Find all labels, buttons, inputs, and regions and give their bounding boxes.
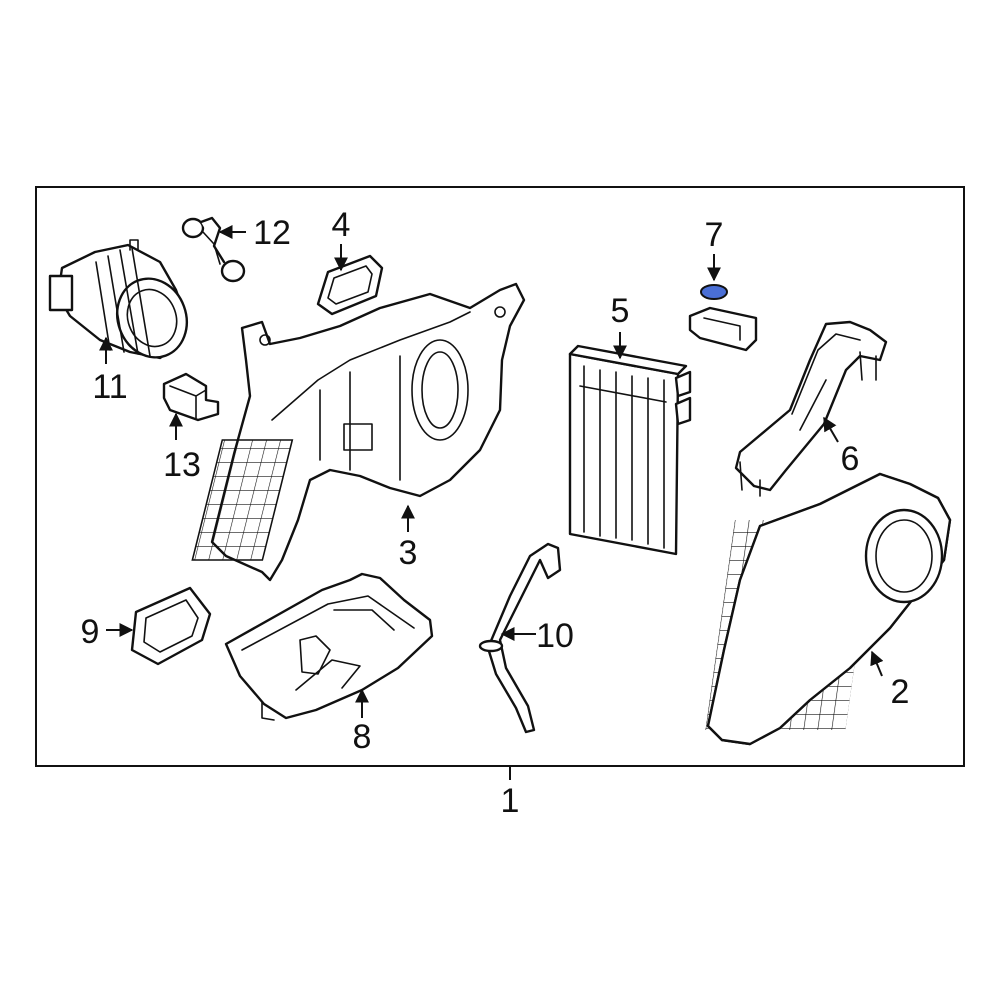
callout-4: 4 [332,206,351,244]
part-13-resistor[interactable] [162,372,220,422]
callout-13: 13 [163,446,201,484]
part-7-grommet[interactable] [700,284,728,300]
part-7-valve-block [688,306,758,352]
callout-12: 12 [253,214,291,252]
assembly-frame [35,186,965,767]
callout-9: 9 [81,613,100,651]
part-11-blower-motor[interactable] [48,239,198,367]
callout-3: 3 [399,534,418,572]
leaders [99,225,884,780]
part-2-case-half[interactable] [705,472,952,746]
part-10-drain-hose[interactable] [478,542,562,734]
part-9-seal[interactable] [130,586,212,666]
callout-1: 1 [501,782,520,820]
part-6-duct[interactable] [734,320,888,497]
callout-5: 5 [611,292,630,330]
part-5-heater-core[interactable] [568,344,692,556]
callout-6: 6 [841,440,860,478]
part-12-wire-harness[interactable] [181,216,246,283]
callout-11: 11 [92,368,127,406]
callout-2: 2 [891,673,910,711]
part-8-lower-case[interactable] [224,572,434,721]
callout-7: 7 [705,216,724,254]
part-4-seal[interactable] [316,254,384,316]
part-3-heater-case[interactable] [191,282,526,582]
callout-8: 8 [353,718,372,756]
callout-10: 10 [536,617,574,655]
